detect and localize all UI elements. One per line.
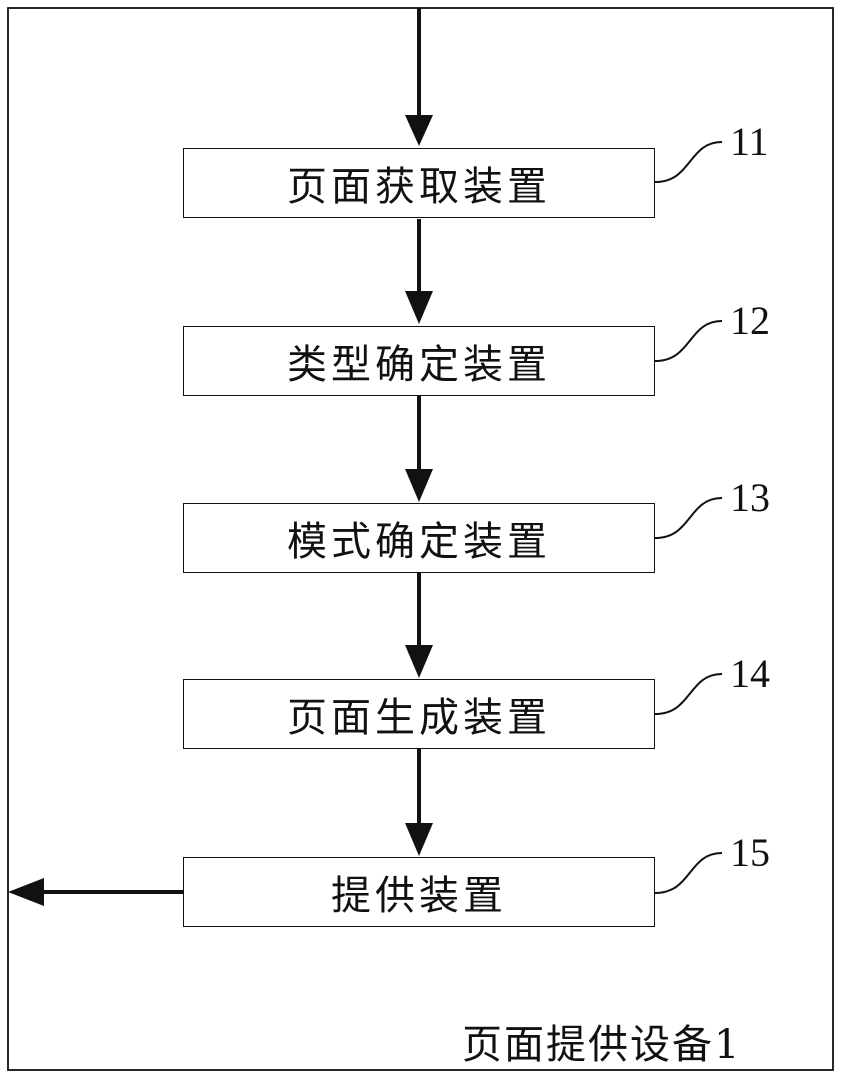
ref-number-14: 14 — [730, 650, 770, 697]
ref-number-11: 11 — [730, 118, 769, 165]
module-label: 页面生成装置 — [287, 685, 551, 743]
module-mode-determination: 模式确定装置 — [183, 503, 655, 573]
module-type-determination: 类型确定装置 — [183, 326, 655, 396]
leader-line-15 — [655, 853, 722, 893]
ref-number-12: 12 — [730, 297, 770, 344]
device-caption: 页面提供设备1 — [462, 1012, 741, 1070]
module-label: 类型确定装置 — [287, 332, 551, 390]
arrowhead-1-2 — [405, 291, 433, 324]
output-arrowhead — [8, 878, 44, 906]
module-page-generation: 页面生成装置 — [183, 679, 655, 749]
input-arrowhead — [405, 115, 433, 146]
leader-line-13 — [655, 498, 722, 538]
arrowhead-2-3 — [405, 469, 433, 502]
module-label: 提供装置 — [331, 863, 507, 921]
leader-line-12 — [655, 321, 722, 361]
leader-line-11 — [655, 142, 722, 182]
module-label: 页面获取装置 — [287, 154, 551, 212]
leader-line-14 — [655, 674, 722, 714]
ref-number-13: 13 — [730, 474, 770, 521]
module-label: 模式确定装置 — [287, 509, 551, 567]
ref-number-15: 15 — [730, 829, 770, 876]
module-page-acquisition: 页面获取装置 — [183, 148, 655, 218]
arrowhead-3-4 — [405, 645, 433, 678]
arrowhead-4-5 — [405, 823, 433, 856]
module-providing: 提供装置 — [183, 857, 655, 927]
